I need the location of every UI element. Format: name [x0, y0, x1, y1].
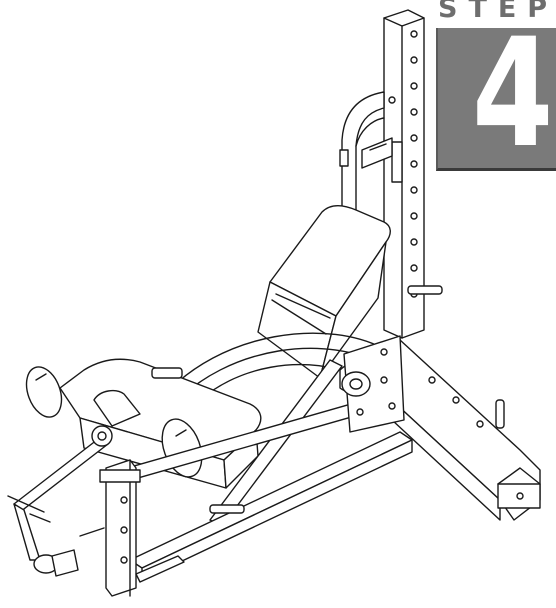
- base-frame: [129, 335, 541, 581]
- step-number-box: 4: [436, 28, 556, 171]
- pins: [151, 285, 505, 514]
- step-label: STEP: [438, 0, 556, 24]
- leg-lever: [7, 425, 113, 577]
- step-number: 4: [472, 28, 554, 171]
- front-leg: [79, 459, 185, 597]
- upright-post: [383, 9, 425, 339]
- back-pad: [257, 205, 391, 379]
